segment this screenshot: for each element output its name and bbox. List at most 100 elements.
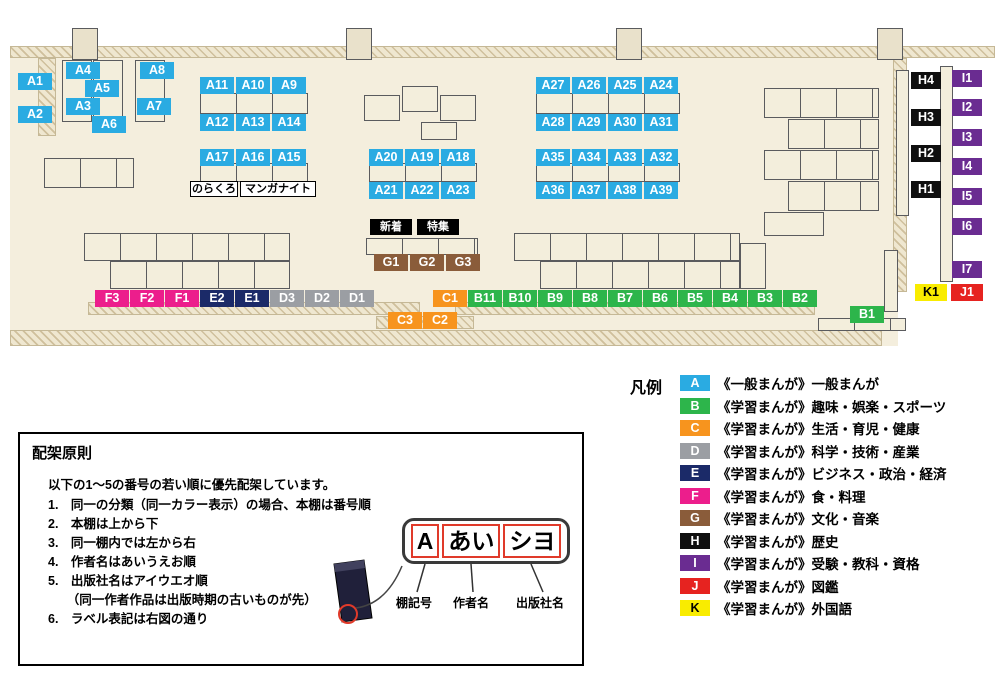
shelf-label-I6: I6 bbox=[952, 218, 982, 235]
shelf-block-13 bbox=[366, 238, 478, 255]
shelf-label-B9: B9 bbox=[538, 290, 572, 307]
shelf-label-A32: A32 bbox=[644, 149, 678, 166]
shelf-label-F2: F2 bbox=[130, 290, 164, 307]
legend-title: 凡例 bbox=[630, 380, 663, 397]
shelf-label-B1: B1 bbox=[850, 306, 884, 323]
legend-item-B: B《学習まんが》趣味・娯楽・スポーツ bbox=[680, 395, 995, 418]
map-label-0: のらくろ bbox=[190, 181, 238, 197]
legend-chip-H: H bbox=[680, 532, 710, 549]
book-label-figure bbox=[333, 559, 544, 624]
legend-item-E: E《学習まんが》ビジネス・政治・経済 bbox=[680, 462, 995, 485]
legend-series: 《学習まんが》 bbox=[717, 444, 812, 460]
shelf-label-B8: B8 bbox=[573, 290, 607, 307]
shelf-label-B3: B3 bbox=[748, 290, 782, 307]
shelf-label-K1: K1 bbox=[915, 284, 947, 301]
shelf-block-22 bbox=[788, 181, 879, 211]
shelf-label-H2: H2 bbox=[911, 145, 941, 162]
shelf-label-C3: C3 bbox=[388, 312, 422, 329]
legend-label: 科学・技術・産業 bbox=[811, 444, 920, 460]
legend-label: 文化・音楽 bbox=[811, 512, 880, 528]
shelf-label-A14: A14 bbox=[272, 114, 306, 131]
legend-item-I: I《学習まんが》受験・教科・資格 bbox=[680, 552, 995, 575]
legend-item-G: G《学習まんが》文化・音楽 bbox=[680, 507, 995, 530]
shelf-block-10 bbox=[402, 86, 438, 112]
shelf-label-I2: I2 bbox=[952, 99, 982, 116]
shelf-label-B10: B10 bbox=[503, 290, 537, 307]
shelf-block-17 bbox=[540, 261, 740, 289]
legend-chip-E: E bbox=[680, 465, 710, 482]
legend-item-A: A《一般まんが》一般まんが bbox=[680, 372, 995, 395]
shelf-label-A36: A36 bbox=[536, 182, 570, 199]
shelf-block-14 bbox=[84, 233, 290, 261]
shelf-block-21 bbox=[764, 150, 879, 180]
map-label-2: 新着 bbox=[370, 219, 412, 235]
shelf-label-A37: A37 bbox=[572, 182, 606, 199]
shelf-label-I1: I1 bbox=[952, 70, 982, 87]
shelf-label-B7: B7 bbox=[608, 290, 642, 307]
callout-author: 作者名 bbox=[453, 596, 490, 610]
legend-label: 受験・教科・資格 bbox=[811, 557, 920, 573]
principles-rule-1: 2. 本棚は上から下 bbox=[48, 517, 159, 531]
shelf-block-4 bbox=[200, 93, 308, 114]
principles-rule-2: 3. 同一棚内では左から右 bbox=[48, 536, 196, 550]
shelf-label-A11: A11 bbox=[200, 77, 234, 94]
shelf-block-16 bbox=[514, 233, 740, 261]
shelf-label-E1: E1 bbox=[235, 290, 269, 307]
shelf-label-A23: A23 bbox=[441, 182, 475, 199]
legend-series: 《学習まんが》 bbox=[717, 512, 812, 528]
shelf-label-F3: F3 bbox=[95, 290, 129, 307]
shelf-label-A33: A33 bbox=[608, 149, 642, 166]
map-label-1: マンガナイト bbox=[240, 181, 316, 197]
shelf-label-A4: A4 bbox=[66, 62, 100, 79]
shelf-label-A10: A10 bbox=[236, 77, 270, 94]
pillar-0 bbox=[72, 28, 98, 60]
legend-label: ビジネス・政治・経済 bbox=[811, 467, 947, 483]
shelf-label-H4: H4 bbox=[911, 72, 941, 89]
principles-rule-3: 4. 作者名はあいうえお順 bbox=[48, 555, 196, 569]
wall-hatch-1 bbox=[38, 58, 56, 136]
shelf-label-A8: A8 bbox=[140, 62, 174, 79]
legend-chip-D: D bbox=[680, 442, 710, 459]
legend-label: 歴史 bbox=[811, 534, 839, 550]
shelf-block-12 bbox=[421, 122, 457, 140]
shelf-label-A34: A34 bbox=[572, 149, 606, 166]
callout-publisher: 出版社名 bbox=[516, 596, 565, 610]
shelf-block-7 bbox=[536, 93, 680, 114]
legend-chip-I: I bbox=[680, 555, 710, 572]
shelf-label-B5: B5 bbox=[678, 290, 712, 307]
shelf-label-C1: C1 bbox=[433, 290, 467, 307]
shelf-label-A5: A5 bbox=[85, 80, 119, 97]
legend-item-D: D 《学習まんが》科学・技術・産業 bbox=[680, 440, 995, 463]
shelf-label-A6: A6 bbox=[92, 116, 126, 133]
principles-rule-6: 6. ラベル表記は右図の通り bbox=[48, 612, 209, 626]
shelf-label-G3: G3 bbox=[446, 254, 480, 271]
shelf-label-I5: I5 bbox=[952, 188, 982, 205]
principles-rule-4: 5. 出版社名はアイウエオ順 bbox=[48, 574, 208, 588]
shelf-label-I4: I4 bbox=[952, 158, 982, 175]
shelf-label-I3: I3 bbox=[952, 129, 982, 146]
magnify-leader-line bbox=[355, 565, 403, 609]
shelf-label-A16: A16 bbox=[236, 149, 270, 166]
shelf-label-A7: A7 bbox=[137, 98, 171, 115]
shelf-label-A27: A27 bbox=[536, 77, 570, 94]
shelf-block-24 bbox=[896, 70, 909, 216]
shelf-block-20 bbox=[788, 119, 879, 149]
shelf-label-A22: A22 bbox=[405, 182, 439, 199]
shelf-label-A18: A18 bbox=[441, 149, 475, 166]
map-label-3: 特集 bbox=[417, 219, 459, 235]
sample-shelf-code: A bbox=[410, 524, 440, 558]
legend-label: 図鑑 bbox=[811, 579, 839, 595]
shelf-label-A39: A39 bbox=[644, 182, 678, 199]
legend-item-K: K《学習まんが》外国語 bbox=[680, 597, 995, 620]
shelf-label-D3: D3 bbox=[270, 290, 304, 307]
legend-item-H: H《学習まんが》歴史 bbox=[680, 530, 995, 553]
legend-label: 一般まんが bbox=[811, 377, 880, 393]
shelf-label-D1: D1 bbox=[340, 290, 374, 307]
shelf-block-23 bbox=[764, 212, 824, 236]
shelf-label-J1: J1 bbox=[951, 284, 983, 301]
shelf-label-D2: D2 bbox=[305, 290, 339, 307]
shelf-block-9 bbox=[364, 95, 400, 121]
